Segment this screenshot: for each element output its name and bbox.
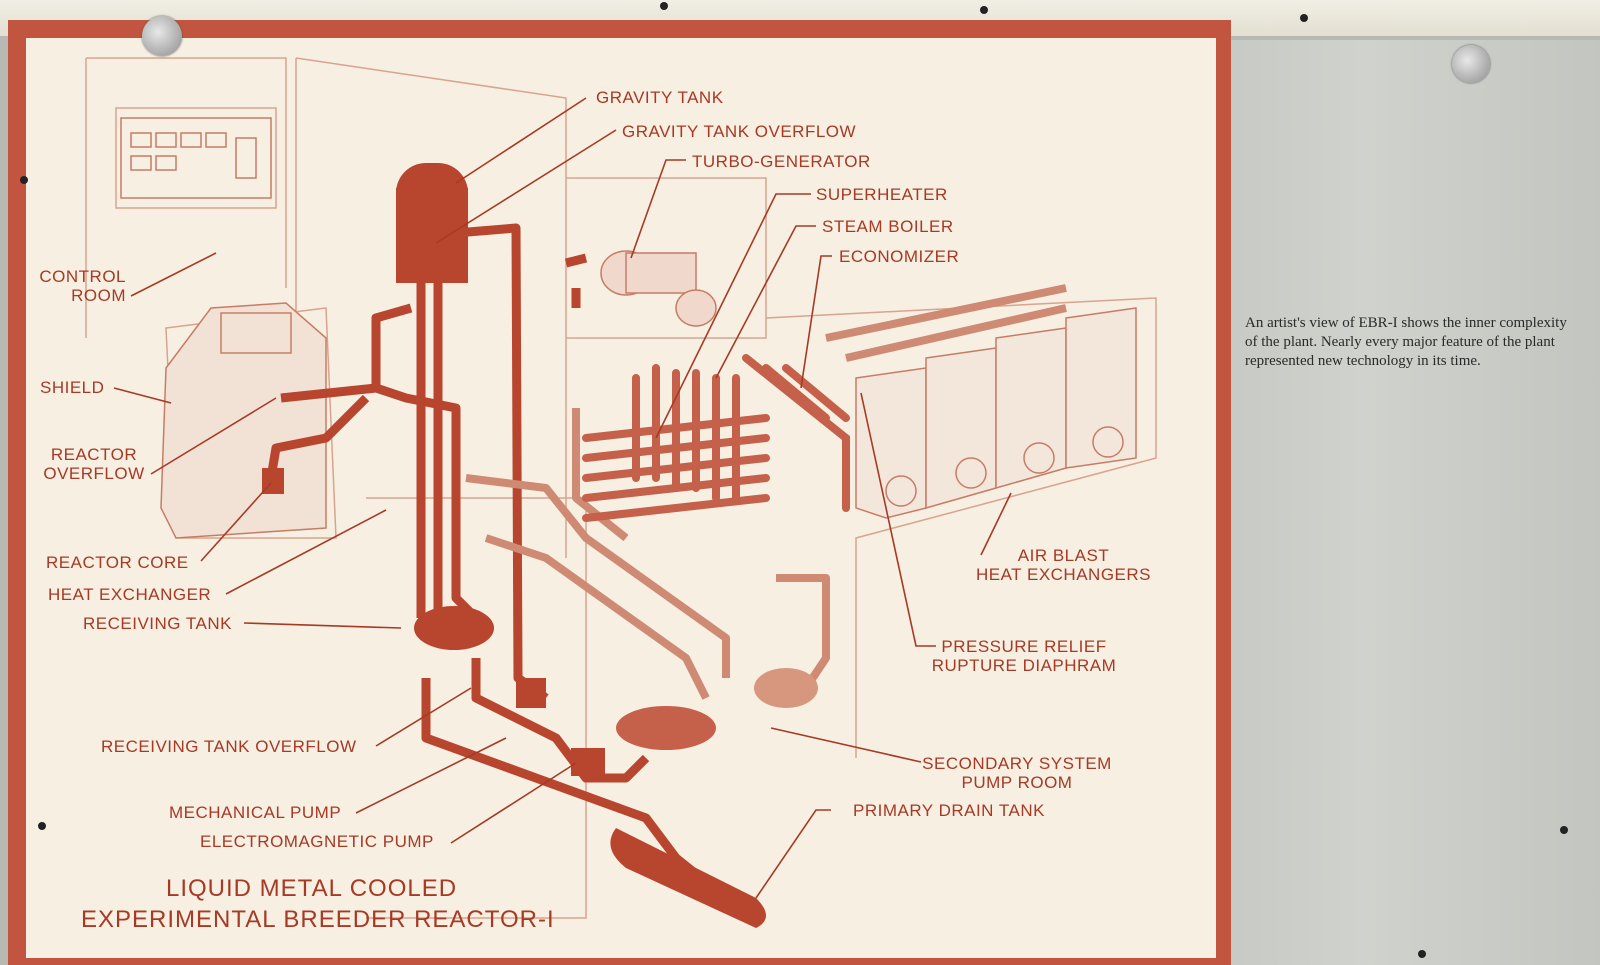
label-turbo-generator: TURBO-GENERATOR <box>692 152 871 171</box>
label-secondary-line2: PUMP ROOM <box>961 773 1073 792</box>
label-gravity-tank: GRAVITY TANK <box>596 88 724 107</box>
exhibit-caption: An artist's view of EBR-I shows the inne… <box>1245 315 1567 369</box>
secondary-piping <box>465 284 1067 700</box>
label-economizer: ECONOMIZER <box>839 247 960 266</box>
secondary-tank <box>616 706 716 750</box>
pin-icon <box>980 6 988 14</box>
mechanical-pump-body <box>516 678 546 708</box>
pin-icon <box>1418 950 1426 958</box>
gravity-tank <box>396 163 468 283</box>
label-pressure-relief-line2: RUPTURE DIAPHRAM <box>931 656 1117 675</box>
pin-icon <box>38 822 46 830</box>
reactor-shield <box>160 302 327 539</box>
label-shield: SHIELD <box>40 378 105 397</box>
air-blast-units <box>855 307 1137 519</box>
label-reactor-overflow-line2: OVERFLOW <box>43 464 145 483</box>
building-outline <box>765 297 1157 758</box>
primary-drain-tank-shape <box>610 828 766 928</box>
label-secondary-system-pump-room: SECONDARY SYSTEM PUMP ROOM <box>921 754 1113 792</box>
em-pump-body <box>571 748 605 776</box>
label-superheater: SUPERHEATER <box>816 185 948 204</box>
pin-icon <box>660 2 668 10</box>
label-receiving-tank-overflow: RECEIVING TANK OVERFLOW <box>101 737 357 756</box>
pin-icon <box>1300 14 1308 22</box>
label-control-room: CONTROL ROOM <box>30 267 126 305</box>
receiving-tank <box>414 606 494 650</box>
label-air-blast-heat-exchangers: AIR BLAST HEAT EXCHANGERS <box>971 546 1156 584</box>
label-secondary-line1: SECONDARY SYSTEM <box>922 754 1112 773</box>
label-gravity-tank-overflow: GRAVITY TANK OVERFLOW <box>622 122 857 141</box>
leader-lines <box>113 97 1012 899</box>
label-air-blast-line1: AIR BLAST <box>1017 546 1110 565</box>
control-panels <box>120 117 272 199</box>
pin-icon <box>20 176 28 184</box>
label-reactor-core: REACTOR CORE <box>46 553 189 572</box>
label-reactor-overflow-line1: REACTOR <box>50 445 138 464</box>
mounting-screw-icon <box>142 16 182 56</box>
secondary-pump <box>754 668 818 708</box>
label-pressure-relief-line1: PRESSURE RELIEF <box>941 637 1107 656</box>
plant-illustration <box>85 57 1157 928</box>
control-room-outline <box>85 57 287 338</box>
label-heat-exchanger: HEAT EXCHANGER <box>48 585 212 604</box>
steam-generator-coils <box>582 354 850 522</box>
label-primary-drain-tank: PRIMARY DRAIN TANK <box>853 801 1045 820</box>
pit-outline <box>366 497 587 919</box>
exhibit-panel <box>1205 40 1600 965</box>
primary-piping <box>266 223 729 902</box>
label-receiving-tank: RECEIVING TANK <box>83 614 233 633</box>
turbo-generator-unit <box>600 250 717 327</box>
poster-title-line1: LIQUID METAL COOLED <box>166 875 458 902</box>
label-electromagnetic-pump: ELECTROMAGNETIC PUMP <box>200 832 434 851</box>
label-pressure-relief-rupture-diaphram: PRESSURE RELIEF RUPTURE DIAPHRAM <box>924 637 1124 675</box>
label-air-blast-line2: HEAT EXCHANGERS <box>975 565 1152 584</box>
label-control-room-line2: ROOM <box>71 286 126 305</box>
mounting-screw-icon <box>1452 45 1490 83</box>
turbine-hall-outline <box>566 177 767 339</box>
poster-title-line2: EXPERIMENTAL BREEDER REACTOR-I <box>81 906 555 933</box>
label-mechanical-pump: MECHANICAL PUMP <box>169 803 342 822</box>
label-steam-boiler: STEAM BOILER <box>822 217 954 236</box>
label-control-room-line1: CONTROL <box>39 267 126 286</box>
tower-outline <box>295 57 567 558</box>
reactor-diagram-poster: GRAVITY TANK GRAVITY TANK OVERFLOW TURBO… <box>26 38 1216 958</box>
pin-icon <box>1560 826 1568 834</box>
label-reactor-overflow: REACTOR OVERFLOW <box>34 445 154 483</box>
